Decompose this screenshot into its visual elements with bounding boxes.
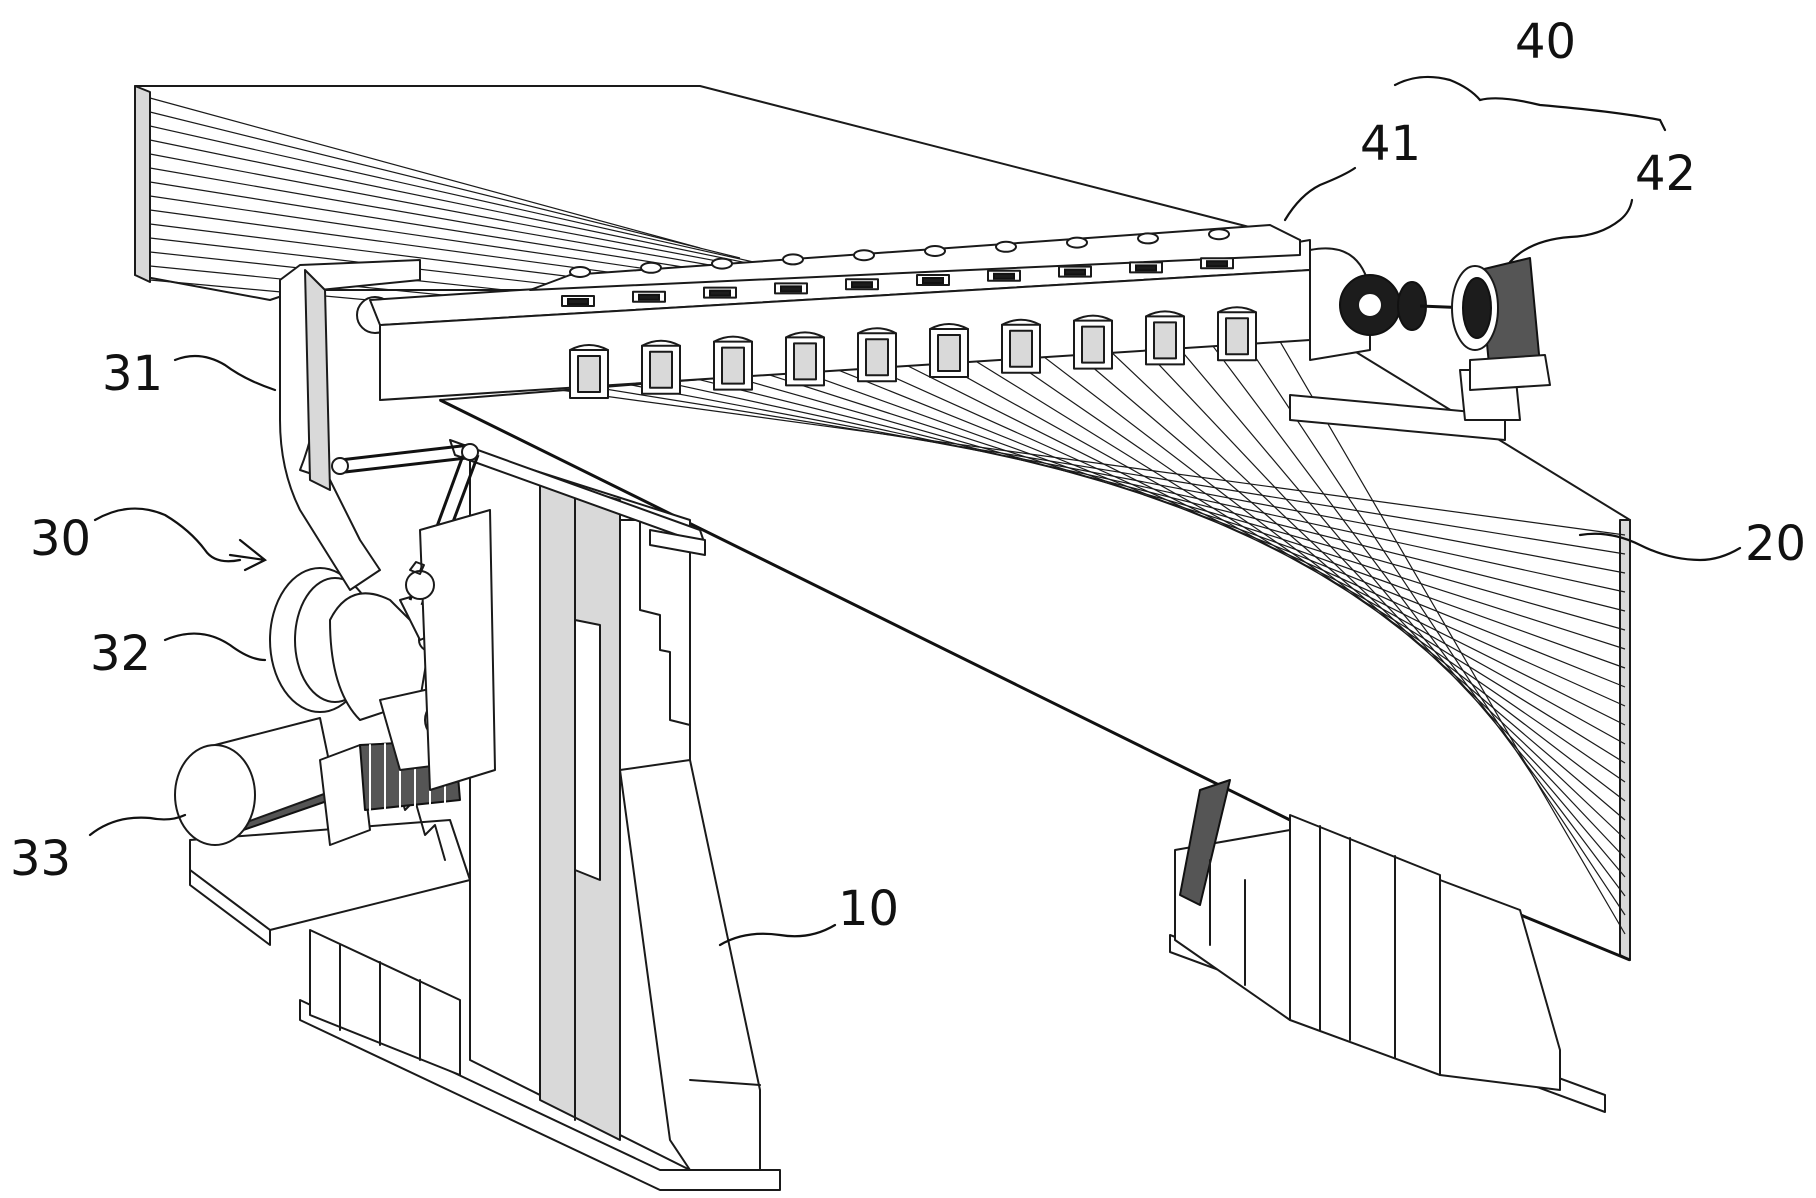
lower-rib: [627, 383, 1626, 574]
lower-rib: [1137, 341, 1626, 859]
front-block-top: [1217, 306, 1257, 314]
cross-beam-41: [369, 224, 1371, 401]
front-block-face: [865, 338, 889, 377]
lower-rib: [1205, 336, 1626, 897]
leader-31: [173, 354, 277, 392]
bolt-head: [995, 240, 1017, 253]
upper-rib: [149, 111, 741, 259]
front-block-face: [1081, 325, 1105, 364]
right-support-leg: [1169, 779, 1606, 1113]
front-block-top: [641, 339, 681, 347]
leader-41: [1283, 166, 1357, 222]
lift-arm-31: [279, 259, 496, 791]
upper-rib: [149, 139, 821, 279]
beam-bolts: [569, 228, 1230, 278]
front-block-face: [793, 342, 817, 381]
lower-ribs: [559, 330, 1626, 935]
leader-42: [1508, 198, 1634, 264]
label-41: 41: [1360, 116, 1421, 172]
lower-rib: [695, 378, 1626, 612]
label-31: 31: [102, 346, 163, 402]
back-slot-hole: [638, 293, 660, 301]
beam-back-slots: [561, 257, 1234, 307]
front-block-top: [857, 327, 897, 335]
drive-unit-42: [1289, 257, 1551, 441]
lower-rib: [1103, 344, 1626, 840]
front-block-top: [785, 331, 825, 339]
lower-rib: [1035, 350, 1626, 802]
lower-rib: [933, 358, 1626, 745]
back-slot-hole: [993, 272, 1015, 280]
label-10: 10: [838, 881, 899, 937]
lower-rib: [1171, 339, 1626, 878]
upper-rib: [149, 125, 781, 269]
front-block-face: [577, 355, 601, 393]
back-slot-hole: [567, 298, 589, 305]
front-block-top: [929, 323, 969, 330]
leader-33: [88, 813, 187, 837]
back-slot-hole: [851, 281, 873, 289]
bolt-head: [924, 245, 946, 257]
front-block-face: [721, 346, 745, 385]
bolt-head: [853, 249, 875, 262]
leader-30: [93, 507, 242, 563]
reference-labels: 40 41 42 31 30 32 33 20 10: [10, 14, 1806, 937]
back-slot-hole: [1064, 268, 1086, 276]
lower-rib: [593, 386, 1626, 555]
lower-rib: [729, 375, 1626, 631]
label-20: 20: [1745, 516, 1806, 572]
back-slot-hole: [922, 277, 944, 284]
leader-20: [1578, 532, 1742, 562]
front-block-top: [713, 335, 753, 343]
motor-assembly-33: [174, 717, 471, 946]
front-block-top: [1145, 310, 1185, 318]
label-32: 32: [90, 626, 151, 682]
leader-10: [718, 923, 837, 947]
lower-rib: [763, 372, 1626, 650]
arrow-30: [228, 538, 268, 572]
beam-front-blocks: [569, 306, 1257, 399]
leader-lines: [88, 75, 1742, 947]
lower-rib: [661, 381, 1626, 593]
lower-rib: [559, 389, 1626, 536]
front-block-top: [1001, 318, 1041, 326]
front-block-face: [649, 350, 673, 389]
bolt-head: [711, 257, 733, 270]
label-33: 33: [10, 831, 71, 887]
lower-rib: [1239, 333, 1626, 916]
front-block-top: [569, 344, 609, 351]
back-slot-hole: [1206, 260, 1228, 268]
bolt-head: [1208, 228, 1230, 241]
back-slot-hole: [780, 285, 802, 293]
front-block-face: [937, 334, 961, 372]
bolt-head: [640, 261, 662, 274]
label-40: 40: [1515, 14, 1576, 70]
lower-rib: [899, 361, 1626, 726]
lower-rib: [967, 355, 1626, 764]
lower-rib: [1273, 330, 1626, 935]
lower-rib: [1001, 353, 1626, 783]
label-42: 42: [1635, 146, 1696, 202]
bolt-head: [1066, 236, 1088, 249]
upper-rib: [149, 97, 701, 249]
bolt-head: [569, 266, 591, 278]
back-slot-hole: [709, 289, 731, 297]
lower-rib: [797, 369, 1626, 669]
leader-32: [163, 632, 267, 662]
left-support-frame: [299, 439, 781, 1191]
bolt-head: [1137, 232, 1159, 245]
front-block-face: [1009, 329, 1033, 368]
back-slot-hole: [1135, 264, 1157, 272]
front-block-face: [1225, 317, 1249, 356]
bolt-head: [782, 253, 804, 266]
front-block-top: [1073, 314, 1113, 322]
leader-40: [1393, 75, 1667, 132]
lower-rib: [1069, 347, 1626, 821]
label-30: 30: [30, 511, 91, 567]
front-block-face: [1153, 321, 1177, 360]
